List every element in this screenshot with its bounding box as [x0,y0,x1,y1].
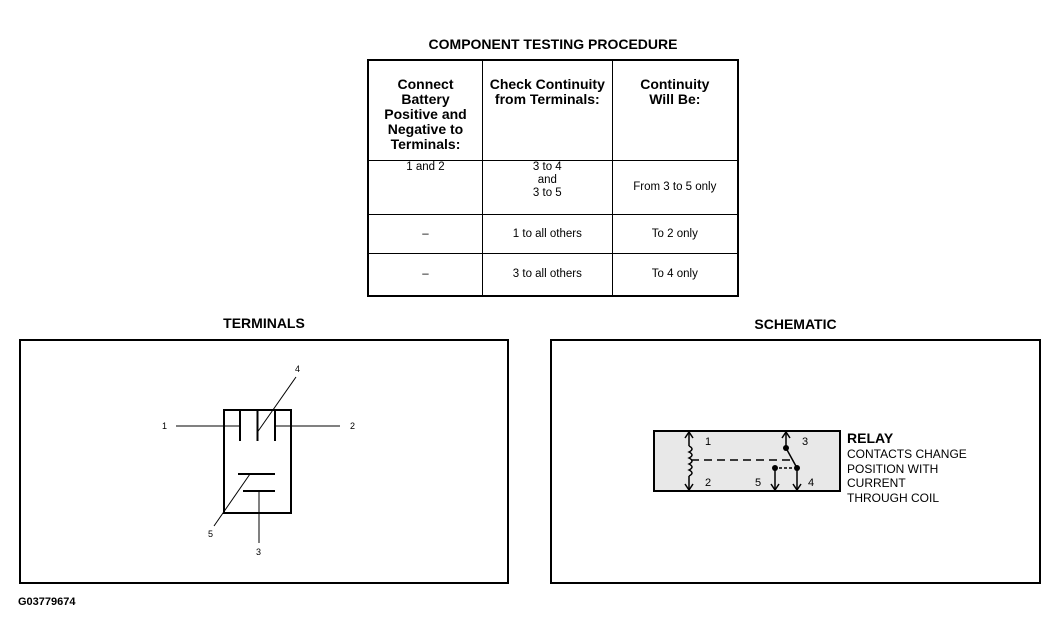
relay-body [653,430,841,492]
schematic-label-3: 3 [802,436,809,448]
check-cell: 3 to all others [481,253,613,297]
column-header-result: Continuity Will Be: [611,59,739,161]
arrow-1 [684,430,694,439]
schematic-label-5: 5 [755,477,762,489]
check-line: 3 to 5 [532,187,562,199]
terminal-label-5: 5 [208,529,214,539]
terminal-label-3: 3 [256,547,262,557]
battery-cell: 1 and 2 [367,160,483,215]
schematic-label-2: 2 [705,477,712,489]
schematic-panel [550,339,1041,584]
column-header-check: Check Continuity from Terminals: [481,59,613,161]
relay-description-line: CONTACTS CHANGE [847,447,967,461]
terminal-label-2: 2 [350,421,356,431]
check-line: and [537,174,557,186]
table-header-row: Connect Battery Positive and Negative to… [367,59,739,161]
arrow-3 [781,430,791,439]
schematic-title: SCHEMATIC [754,316,837,332]
leader-5 [213,473,251,527]
result-cell: To 4 only [611,253,739,297]
table-row: – 3 to all others To 4 only [367,253,739,297]
arrow-5 [770,483,780,492]
arrow-4 [792,483,802,492]
check-cell: 1 to all others [481,214,613,254]
terminal-label-1: 1 [162,421,168,431]
relay-description-line: POSITION WITH [847,462,939,476]
relay-description-line: THROUGH COIL [847,491,940,505]
arrow-2 [684,483,694,492]
schematic-label-4: 4 [808,477,815,489]
table-row: – 1 to all others To 2 only [367,214,739,254]
check-line: 3 to 4 [532,161,562,173]
relay-name: RELAY [847,430,894,446]
procedure-title: COMPONENT TESTING PROCEDURE [428,36,678,52]
battery-cell: – [367,253,483,297]
switch-arm [785,447,798,469]
column-header-battery: Connect Battery Positive and Negative to… [367,59,483,161]
component-testing-table: Connect Battery Positive and Negative to… [367,59,739,297]
terminals-panel [19,339,509,584]
terminal-label-4: 4 [295,364,301,374]
result-cell: From 3 to 5 only [611,160,739,215]
schematic-label-1: 1 [705,436,712,448]
battery-cell: – [367,214,483,254]
coil-winding [687,445,693,477]
relay-description-line: CURRENT [847,476,906,490]
figure-id: G03779674 [18,596,76,608]
leader-4 [257,376,297,433]
terminals-title: TERMINALS [223,315,305,331]
result-cell: To 2 only [611,214,739,254]
